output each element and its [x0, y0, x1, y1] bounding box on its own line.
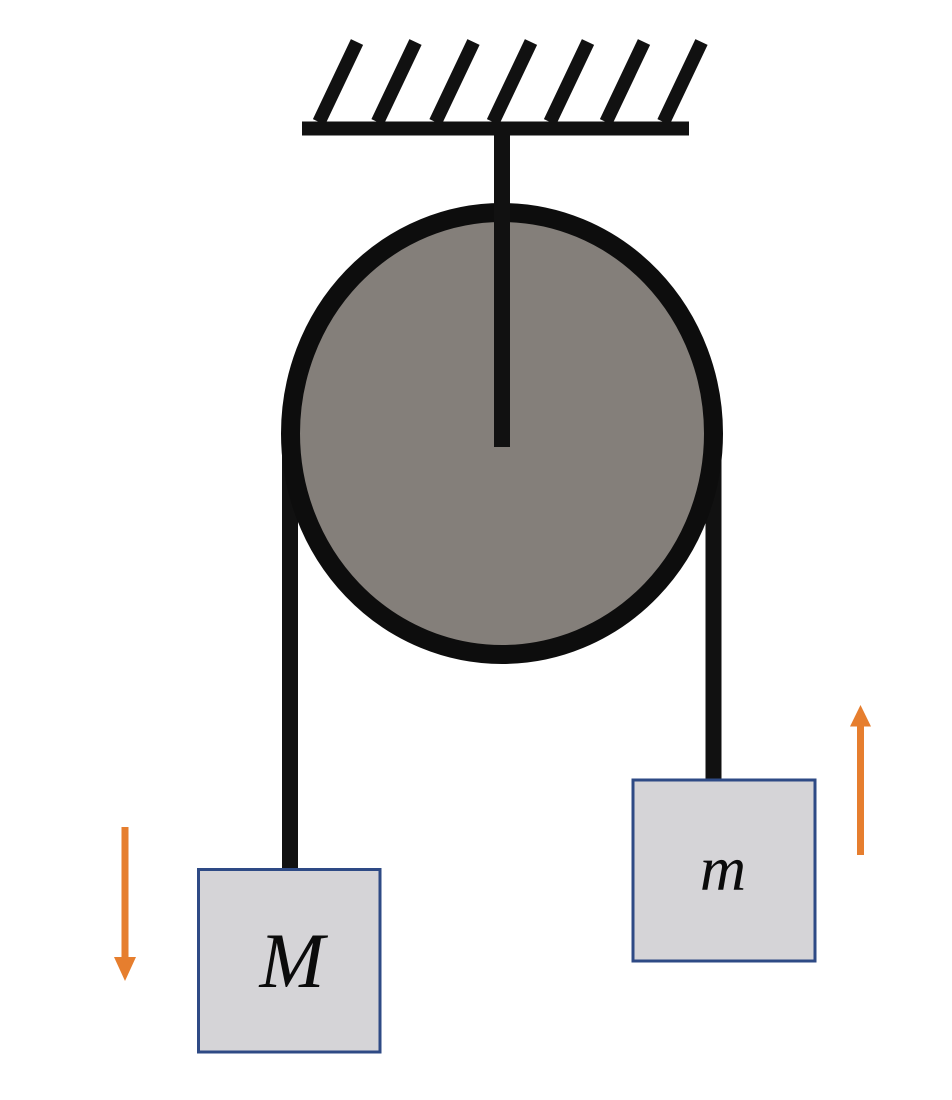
svg-text:M: M: [259, 917, 329, 1004]
svg-text:m: m: [700, 833, 746, 904]
